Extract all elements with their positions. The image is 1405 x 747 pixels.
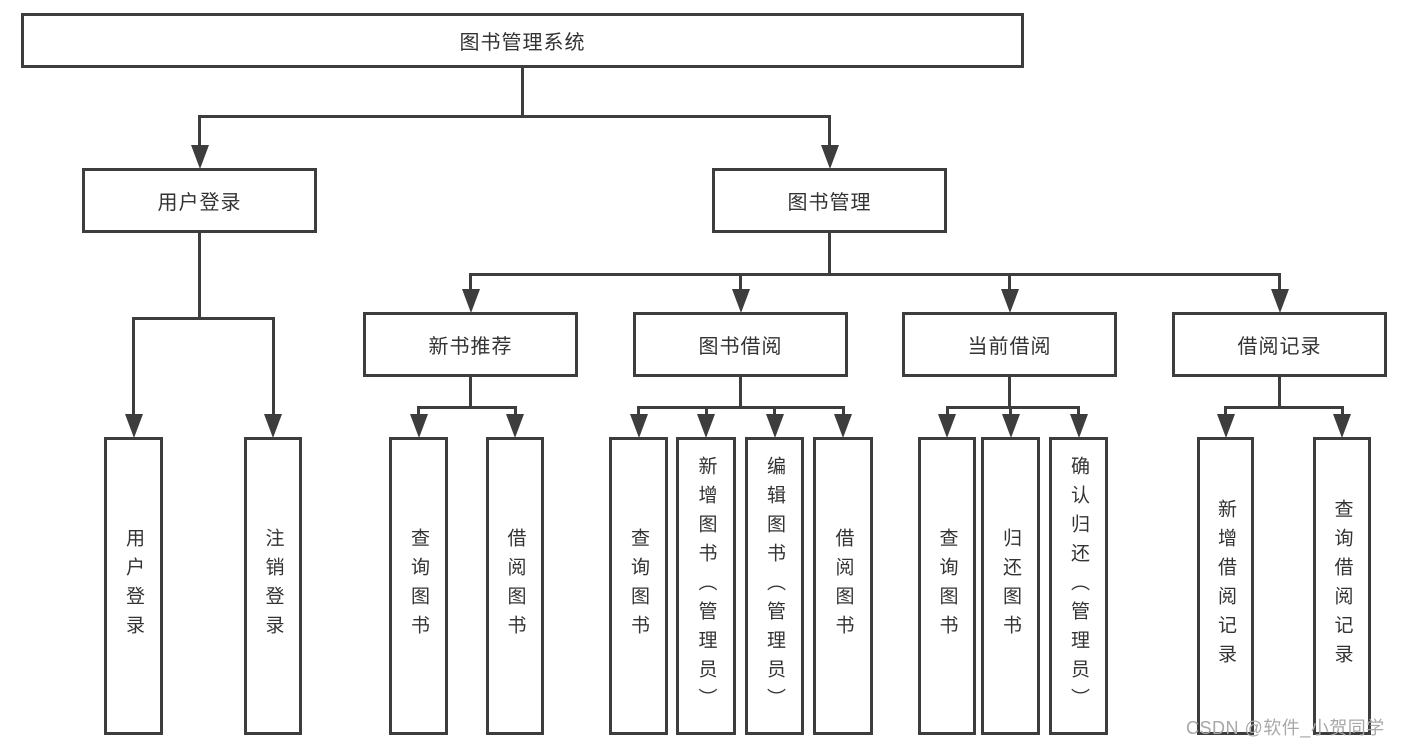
connector-line bbox=[739, 377, 742, 409]
node-root: 图书管理系统 bbox=[21, 13, 1024, 68]
arrow-down-icon bbox=[697, 414, 715, 438]
connector-line bbox=[1278, 273, 1281, 292]
connector-line bbox=[1009, 406, 1012, 417]
connector-line bbox=[704, 406, 708, 417]
connector-line bbox=[828, 233, 831, 276]
node-leaf-nb-borrow: 借阅图书 bbox=[486, 437, 544, 735]
node-label: 新增借阅记录 bbox=[1215, 499, 1236, 673]
node-label: 借阅图书 bbox=[504, 528, 526, 644]
connector-line bbox=[417, 406, 517, 409]
node-leaf-user-login: 用户登录 bbox=[104, 437, 163, 735]
connector-line bbox=[513, 406, 517, 417]
node-leaf-br-query: 查询借阅记录 bbox=[1313, 437, 1371, 735]
node-leaf-logout: 注销登录 bbox=[244, 437, 302, 735]
connector-line bbox=[469, 377, 472, 409]
arrow-down-icon bbox=[731, 289, 750, 313]
node-label: 图书管理系统 bbox=[459, 32, 586, 54]
arrow-down-icon bbox=[461, 289, 480, 313]
node-label: 借阅图书 bbox=[832, 528, 854, 644]
watermark-text: CSDN @软件_小贺同学 bbox=[1186, 718, 1385, 738]
connector-line bbox=[469, 273, 472, 292]
connector-line bbox=[1224, 406, 1344, 409]
connector-line bbox=[945, 406, 949, 417]
arrow-down-icon bbox=[629, 414, 648, 438]
node-label: 查询借阅记录 bbox=[1331, 499, 1353, 673]
node-leaf-cb-return: 归还图书 bbox=[981, 437, 1040, 735]
connector-line bbox=[521, 68, 524, 118]
node-leaf-br-add: 新增借阅记录 bbox=[1197, 437, 1254, 735]
arrow-down-icon bbox=[834, 414, 852, 438]
node-label: 查询图书 bbox=[936, 528, 958, 644]
arrow-down-icon bbox=[820, 145, 839, 169]
node-label: 查询图书 bbox=[628, 528, 649, 644]
arrow-down-icon bbox=[1216, 414, 1235, 438]
connector-line bbox=[637, 406, 845, 409]
node-label: 新增图书（管理员） bbox=[695, 455, 717, 717]
node-label: 确认归还（管理员） bbox=[1068, 455, 1089, 717]
arrow-down-icon bbox=[506, 414, 524, 438]
node-new-book-rec: 新书推荐 bbox=[363, 312, 578, 377]
arrow-down-icon bbox=[1001, 414, 1020, 438]
arrow-down-icon bbox=[938, 414, 956, 438]
connector-line bbox=[198, 115, 201, 148]
connector-line bbox=[271, 317, 275, 417]
arrow-down-icon bbox=[765, 414, 784, 438]
connector-line bbox=[198, 115, 831, 118]
node-label: 当前借阅 bbox=[967, 336, 1052, 358]
node-leaf-cb-confirm: 确认归还（管理员） bbox=[1049, 437, 1108, 735]
arrow-down-icon bbox=[409, 414, 428, 438]
arrow-down-icon bbox=[1270, 289, 1289, 313]
node-label: 借阅记录 bbox=[1237, 336, 1322, 358]
node-label: 用户登录 bbox=[123, 528, 144, 644]
connector-line bbox=[132, 317, 135, 417]
node-label: 查询图书 bbox=[408, 528, 429, 644]
arrow-down-icon bbox=[1000, 289, 1019, 313]
connector-line bbox=[945, 406, 1080, 409]
arrow-down-icon bbox=[264, 414, 282, 438]
node-book-borrow: 图书借阅 bbox=[633, 312, 848, 377]
node-current-borrow: 当前借阅 bbox=[902, 312, 1117, 377]
node-book-mgmt: 图书管理 bbox=[712, 168, 947, 233]
connector-line bbox=[132, 317, 275, 320]
connector-line bbox=[1340, 406, 1344, 417]
arrow-down-icon bbox=[190, 145, 209, 169]
connector-line bbox=[198, 233, 201, 320]
node-label: 图书管理 bbox=[787, 192, 872, 214]
connector-line bbox=[1077, 406, 1080, 417]
connector-line bbox=[1008, 273, 1011, 292]
connector-line bbox=[739, 273, 742, 292]
connector-line bbox=[1224, 406, 1227, 417]
node-leaf-cb-query: 查询图书 bbox=[918, 437, 976, 735]
node-label: 归还图书 bbox=[1000, 528, 1021, 644]
node-leaf-bb-edit: 编辑图书（管理员） bbox=[745, 437, 804, 735]
node-label: 新书推荐 bbox=[428, 336, 513, 358]
arrow-down-icon bbox=[1333, 414, 1351, 438]
connector-line bbox=[828, 115, 831, 148]
connector-line bbox=[1278, 377, 1281, 409]
node-label: 注销登录 bbox=[262, 528, 284, 644]
node-label: 编辑图书（管理员） bbox=[764, 455, 785, 717]
node-borrow-record: 借阅记录 bbox=[1172, 312, 1387, 377]
node-label: 图书借阅 bbox=[698, 336, 783, 358]
connector-line bbox=[469, 273, 1281, 276]
connector-line bbox=[841, 406, 845, 417]
arrow-down-icon bbox=[124, 414, 143, 438]
connector-line bbox=[1008, 377, 1011, 409]
node-leaf-bb-query: 查询图书 bbox=[609, 437, 668, 735]
node-user-login: 用户登录 bbox=[82, 168, 317, 233]
node-leaf-bb-borrow: 借阅图书 bbox=[813, 437, 873, 735]
connector-line bbox=[773, 406, 776, 417]
connector-line bbox=[637, 406, 640, 417]
connector-line bbox=[417, 406, 420, 417]
arrow-down-icon bbox=[1069, 414, 1088, 438]
node-leaf-nb-query: 查询图书 bbox=[389, 437, 448, 735]
node-label: 用户登录 bbox=[157, 192, 242, 214]
node-leaf-bb-add: 新增图书（管理员） bbox=[676, 437, 736, 735]
